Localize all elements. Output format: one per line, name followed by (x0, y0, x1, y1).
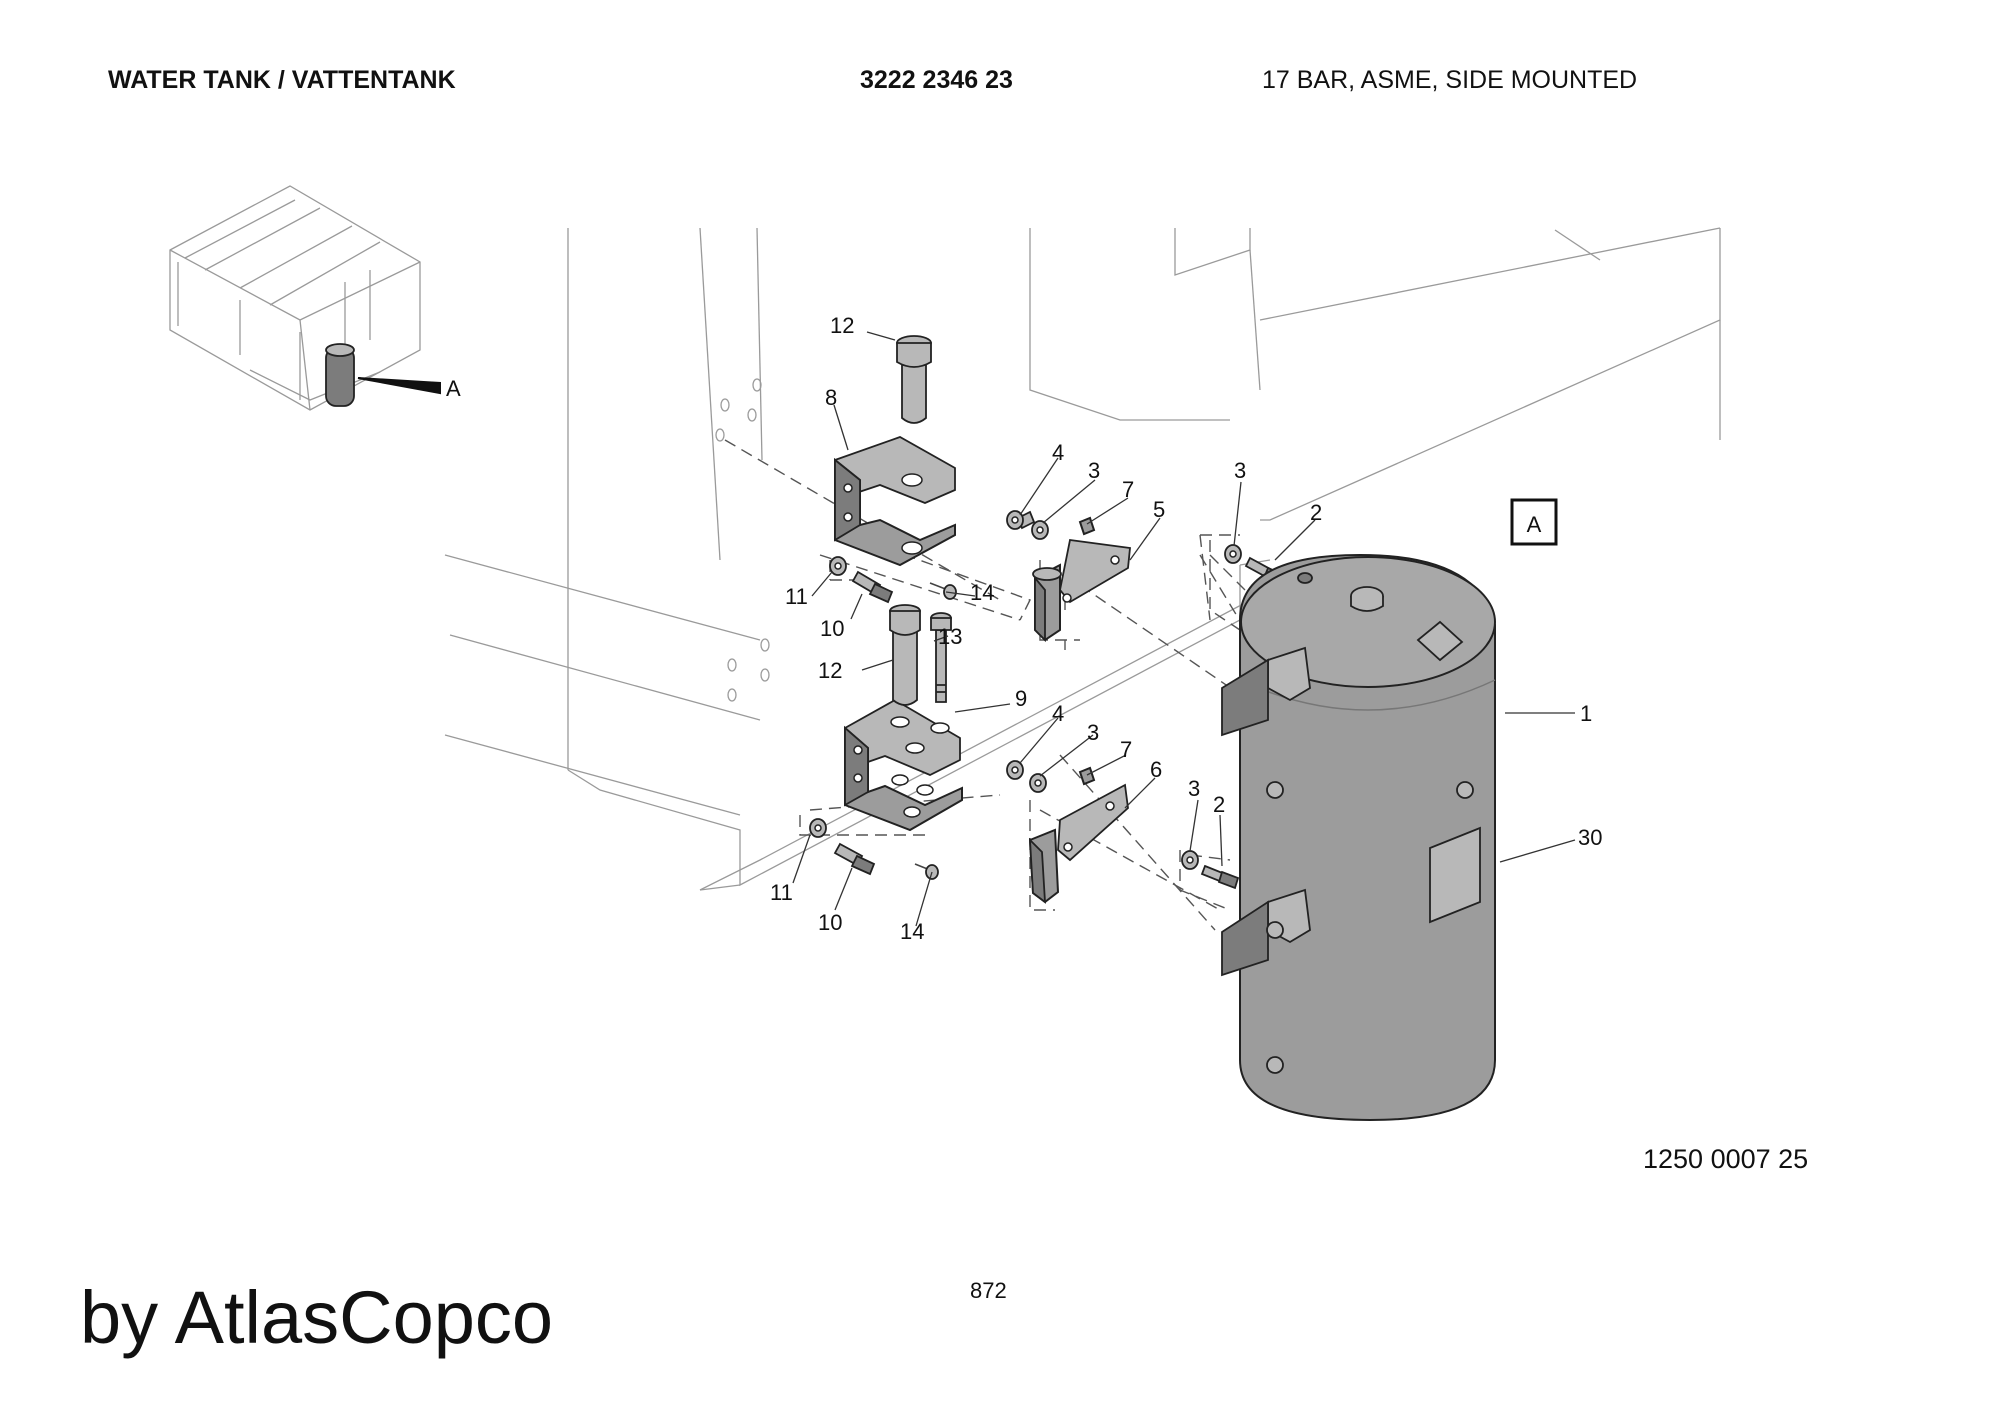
callout-3: 3 (1088, 458, 1100, 483)
fasteners-left (809, 556, 957, 880)
detail-marker-box (1510, 498, 1558, 546)
callout-10: 10 (820, 616, 844, 641)
lower-bracket (844, 698, 963, 832)
brand-watermark: by AtlasCopco (80, 1276, 554, 1359)
machine-frame (444, 227, 1721, 891)
upper-hinge (1016, 510, 1131, 643)
callout-11: 11 (770, 880, 793, 905)
overview-arrow-icon (357, 377, 441, 395)
document-title: WATER TANK / VATTENTANK (108, 66, 456, 94)
detail-marker: A (1527, 512, 1542, 537)
callout-6: 6 (1150, 757, 1162, 782)
callout-4: 4 (1052, 701, 1064, 726)
drawing-number: 1250 0007 25 (1643, 1144, 1809, 1174)
callout-1: 1 (1580, 701, 1592, 726)
callout-12: 12 (830, 313, 854, 338)
callout-5: 5 (1153, 497, 1165, 522)
callout-11: 11 (785, 584, 808, 609)
callout-13: 13 (938, 624, 962, 649)
callout-8: 8 (825, 385, 837, 410)
callout-7: 7 (1120, 737, 1132, 762)
callout-30: 30 (1578, 825, 1602, 850)
callout-3: 3 (1234, 458, 1246, 483)
callout-4: 4 (1052, 440, 1064, 465)
callout-2: 2 (1310, 500, 1322, 525)
callout-7: 7 (1122, 477, 1134, 502)
overview-thumbnail: A (169, 185, 461, 411)
water-tank (1221, 553, 1496, 1122)
callout-2: 2 (1213, 792, 1225, 817)
lower-hinge (1028, 766, 1129, 904)
leader-lines (792, 331, 1576, 927)
pins-and-bolts (889, 335, 952, 706)
page-number: 872 (970, 1278, 1007, 1303)
callout-3: 3 (1087, 720, 1099, 745)
callout-14: 14 (970, 580, 994, 605)
callout-14: 14 (900, 919, 924, 944)
callout-10: 10 (818, 910, 842, 935)
part-number: 3222 2346 23 (860, 66, 1013, 94)
callout-labels: 1 2 2 3 3 3 3 4 4 5 6 7 7 8 9 10 10 11 1… (770, 313, 1602, 944)
alignment-lines (724, 439, 1286, 931)
callout-3: 3 (1188, 776, 1200, 801)
overview-marker: A (446, 376, 461, 401)
callout-9: 9 (1015, 686, 1027, 711)
upper-bracket (834, 436, 956, 567)
callout-12: 12 (818, 658, 842, 683)
specification: 17 BAR, ASME, SIDE MOUNTED (1262, 66, 1638, 94)
